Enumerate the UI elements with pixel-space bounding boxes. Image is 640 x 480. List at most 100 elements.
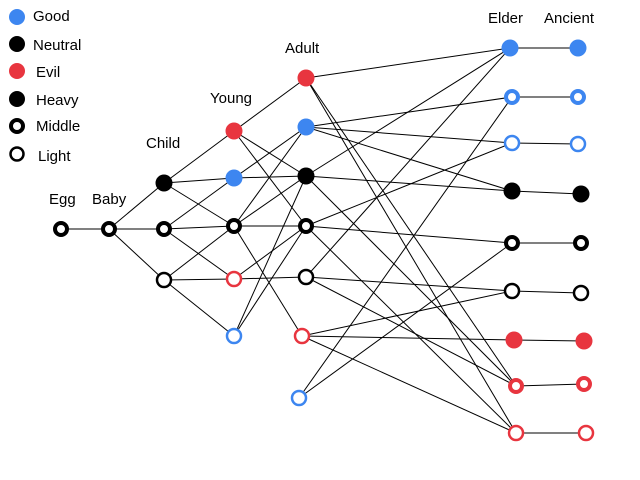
edge-adult-neutral-heavy-to-elder-neutral-heavy (305, 175, 513, 192)
node-child-middle (156, 221, 172, 237)
edge-young-neutral-middle-to-adult-neutral-heavy (233, 175, 307, 227)
node-elder-neutral-heavy (503, 182, 521, 200)
stage-label-elder: Elder (488, 10, 523, 27)
legend-marker-neutral (9, 36, 25, 52)
edge-young-good-heavy-to-adult-good-heavy (233, 126, 307, 179)
node-child-heavy (155, 174, 173, 192)
edge-adult-neutral-middle-to-elder-neutral-middle (305, 225, 513, 244)
edge-young-good-light-to-adult-neutral-heavy (233, 175, 307, 337)
node-ancient-good-heavy (569, 39, 587, 57)
stage-label-adult: Adult (285, 40, 320, 57)
nodes-layer (53, 39, 595, 442)
legend-item-middle: Middle (9, 118, 80, 135)
node-young-evil-light (225, 270, 243, 288)
edge-child-heavy-to-young-evil-heavy (163, 130, 235, 184)
node-elder-neutral-middle (504, 235, 520, 251)
node-adult-neutral-light (297, 268, 315, 286)
edge-adult-evil-light-to-elder-evil-light (301, 335, 517, 434)
node-ancient-good-middle (570, 89, 586, 105)
edge-adult-good-light-to-elder-neutral-middle (298, 242, 513, 399)
edge-adult-neutral-middle-to-elder-evil-light (305, 225, 517, 434)
node-ancient-evil-heavy (575, 332, 593, 350)
edge-adult-evil-light-to-elder-evil-heavy (301, 335, 515, 341)
node-young-neutral-middle (226, 218, 242, 234)
edge-young-evil-light-to-adult-neutral-middle (233, 225, 307, 280)
legend-label-evil: Evil (36, 64, 60, 81)
node-ancient-good-light (569, 135, 587, 153)
edge-child-light-to-young-neutral-middle (163, 225, 235, 281)
legend-marker-light (9, 146, 25, 162)
edge-adult-evil-light-to-elder-neutral-light (301, 290, 513, 337)
edge-baby-to-child-light (108, 228, 165, 281)
legend-marker-good (9, 9, 25, 25)
edge-child-heavy-to-young-good-heavy (163, 177, 235, 184)
edge-elder-good-light-to-ancient-good-light (511, 142, 579, 145)
edge-elder-evil-heavy-to-ancient-evil-heavy (513, 339, 585, 342)
node-adult-good-light (290, 389, 308, 407)
legend-item-good: Good (9, 8, 70, 25)
legend-item-evil: Evil (9, 63, 60, 81)
legend-item-light: Light (9, 146, 71, 165)
edge-child-middle-to-young-evil-light (163, 228, 235, 280)
edge-young-evil-light-to-adult-neutral-light (233, 276, 307, 280)
node-elder-good-heavy (501, 39, 519, 57)
edge-adult-good-heavy-to-elder-good-middle (305, 96, 513, 128)
node-ancient-neutral-light (572, 284, 590, 302)
edge-adult-neutral-middle-to-elder-good-light (305, 142, 513, 227)
node-adult-neutral-heavy (297, 167, 315, 185)
stage-label-young: Young (210, 90, 252, 107)
edge-adult-good-heavy-to-elder-good-light (305, 126, 513, 144)
node-adult-evil-light (293, 327, 311, 345)
node-adult-neutral-middle (298, 218, 314, 234)
legend-label-middle: Middle (36, 118, 80, 135)
node-elder-evil-middle (508, 378, 524, 394)
edge-adult-neutral-heavy-to-elder-evil-middle (305, 175, 517, 387)
legend: Good Neutral Evil Heavy Middle Light (9, 8, 81, 165)
node-ancient-evil-middle (576, 376, 592, 392)
edge-young-evil-heavy-to-adult-evil-heavy (233, 77, 307, 132)
node-elder-good-light (503, 134, 521, 152)
node-elder-good-middle (504, 89, 520, 105)
edge-elder-neutral-light-to-ancient-neutral-light (511, 290, 582, 294)
legend-label-neutral: Neutral (33, 37, 81, 54)
legend-label-heavy: Heavy (36, 92, 79, 109)
edge-child-light-to-young-good-light (163, 279, 235, 337)
legend-marker-heavy (9, 91, 25, 107)
edges-layer (61, 47, 586, 434)
legend-marker-middle (9, 118, 25, 134)
node-adult-evil-heavy (297, 69, 315, 87)
node-child-light (155, 271, 173, 289)
edge-child-heavy-to-young-neutral-middle (163, 182, 235, 227)
node-elder-evil-heavy (505, 331, 523, 349)
edge-adult-good-heavy-to-elder-neutral-heavy (305, 126, 513, 192)
node-young-evil-heavy (225, 122, 243, 140)
node-baby (101, 221, 117, 237)
stage-labels: Egg Baby Child Young Adult Elder Ancient (49, 10, 595, 208)
edge-adult-good-light-to-elder-good-middle (298, 96, 513, 399)
edge-young-good-light-to-adult-neutral-middle (233, 225, 307, 337)
edge-adult-neutral-light-to-elder-evil-middle (305, 276, 517, 387)
edge-young-evil-heavy-to-adult-neutral-heavy (233, 130, 307, 177)
edge-baby-to-child-heavy (108, 182, 165, 230)
legend-label-light: Light (38, 148, 71, 165)
legend-marker-evil (9, 63, 25, 79)
edge-adult-neutral-light-to-elder-good-heavy (305, 47, 511, 278)
edge-child-middle-to-young-neutral-middle (163, 225, 235, 230)
edge-child-middle-to-young-good-heavy (163, 177, 235, 230)
edge-elder-evil-middle-to-ancient-evil-middle (515, 383, 585, 387)
stage-label-ancient: Ancient (544, 10, 595, 27)
node-adult-good-heavy (297, 118, 315, 136)
edge-young-neutral-middle-to-adult-evil-light (233, 225, 303, 337)
node-elder-neutral-light (503, 282, 521, 300)
edge-adult-neutral-light-to-elder-neutral-light (305, 276, 513, 292)
edge-elder-neutral-heavy-to-ancient-neutral-heavy (511, 190, 582, 195)
node-ancient-evil-light (577, 424, 595, 442)
legend-item-heavy: Heavy (9, 91, 79, 109)
node-ancient-neutral-middle (573, 235, 589, 251)
edge-young-evil-heavy-to-adult-neutral-middle (233, 130, 307, 227)
stage-label-egg: Egg (49, 191, 76, 208)
node-young-good-light (225, 327, 243, 345)
node-young-good-heavy (225, 169, 243, 187)
edge-child-light-to-young-evil-light (163, 278, 235, 281)
